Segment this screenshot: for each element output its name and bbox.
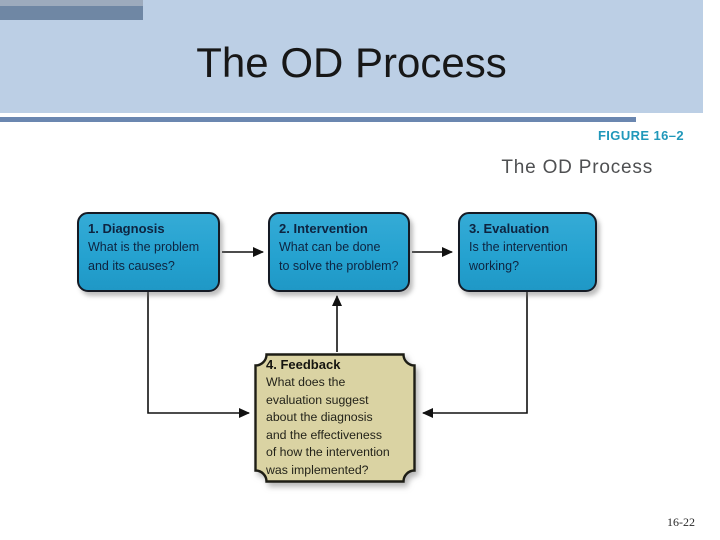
intervention-line: What can be done [279, 240, 381, 254]
diagnosis-heading: 1. Diagnosis [88, 221, 165, 236]
arrow-diagnosis-to-feedback [147, 292, 250, 418]
evaluation-heading: 3. Evaluation [469, 221, 550, 236]
arrow-evaluation-to-feedback [422, 292, 528, 418]
feedback-heading: 4. Feedback [266, 357, 341, 372]
diagnosis-line: What is the problem [88, 240, 200, 254]
slide-header: The OD Process [0, 0, 703, 113]
feedback-line: was implemented? [266, 462, 369, 477]
feedback-line: and the effectiveness [266, 427, 382, 442]
slide-title: The OD Process [196, 39, 507, 86]
feedback-line: of how the intervention [266, 445, 390, 460]
intervention-box: 2. Intervention What can be done to solv… [268, 212, 410, 292]
figure-label: FIGURE 16–2 [597, 128, 684, 143]
evaluation-line: working? [469, 258, 520, 273]
diagnosis-box: 1. Diagnosis What is the problem and its… [77, 212, 220, 292]
feedback-box: 4. Feedback What does the evaluation sug… [253, 352, 417, 484]
feedback-line: What does the [266, 375, 346, 389]
intervention-line: to solve the problem? [279, 258, 399, 273]
figure-caption: The OD Process [501, 157, 653, 178]
header-separator-line [0, 117, 636, 122]
page-number: 16-22 [667, 515, 695, 529]
header-accent-strip [0, 0, 143, 6]
feedback-line: about the diagnosis [266, 410, 373, 425]
feedback-box-shape [254, 353, 416, 483]
evaluation-box: 3. Evaluation Is the intervention workin… [458, 212, 597, 292]
intervention-heading: 2. Intervention [279, 221, 368, 236]
feedback-line: evaluation suggest [266, 392, 369, 407]
evaluation-line: Is the intervention [469, 240, 568, 254]
header-accent-bar [0, 6, 143, 20]
diagnosis-line: and its causes? [88, 258, 175, 273]
feedback-text: 4. Feedback What does the evaluation sug… [266, 356, 415, 480]
